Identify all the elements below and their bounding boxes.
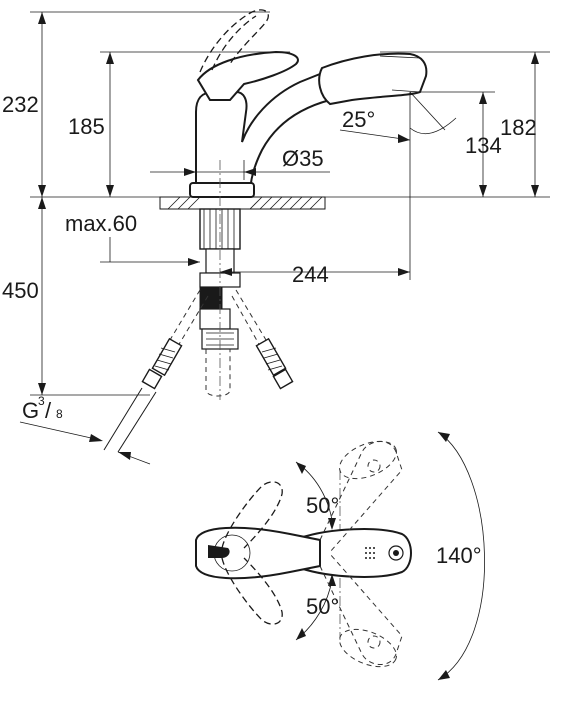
faucet-side-view	[30, 9, 550, 453]
lever-swung-up	[221, 481, 283, 549]
lever-raised-outline	[199, 9, 269, 73]
lever-swung-down	[221, 557, 283, 625]
thread-size-label: G 3 / 8	[22, 394, 63, 423]
thread-numerator: 3	[38, 394, 45, 408]
angle-upper-label: 50°	[306, 493, 339, 518]
spray-swung-down	[339, 628, 397, 668]
angle-lower-label: 50°	[306, 594, 339, 619]
dimension-lines	[19, 11, 550, 465]
angle-total-label: 140°	[436, 543, 482, 568]
lever-handle	[196, 50, 299, 101]
lever-top-view: 50° 50° 140°	[195, 431, 485, 681]
dim-450: 450	[2, 278, 39, 303]
thread-letter: G	[22, 398, 39, 423]
supply-hose-right	[231, 289, 294, 390]
dim-182: 182	[500, 115, 537, 140]
dim-max-60: max.60	[65, 211, 137, 236]
dim-244: 244	[292, 262, 329, 287]
counter-section	[159, 196, 326, 210]
base-collar	[189, 182, 255, 198]
thread-slash: /	[45, 398, 52, 423]
dim-25-degrees: 25°	[342, 107, 375, 132]
dim-134: 134	[465, 133, 502, 158]
dim-185: 185	[68, 114, 105, 139]
dimension-labels: 232 185 182 134 25° Ø35 max.60 450 244 G…	[2, 92, 537, 423]
spray-head-top	[299, 528, 412, 578]
spray-swung-up	[339, 440, 397, 480]
dim-232: 232	[2, 92, 39, 117]
supply-hose-left	[103, 289, 209, 453]
spray-head	[318, 52, 428, 106]
thread-denominator: 8	[56, 407, 63, 421]
dim-diameter-35: Ø35	[282, 146, 324, 171]
